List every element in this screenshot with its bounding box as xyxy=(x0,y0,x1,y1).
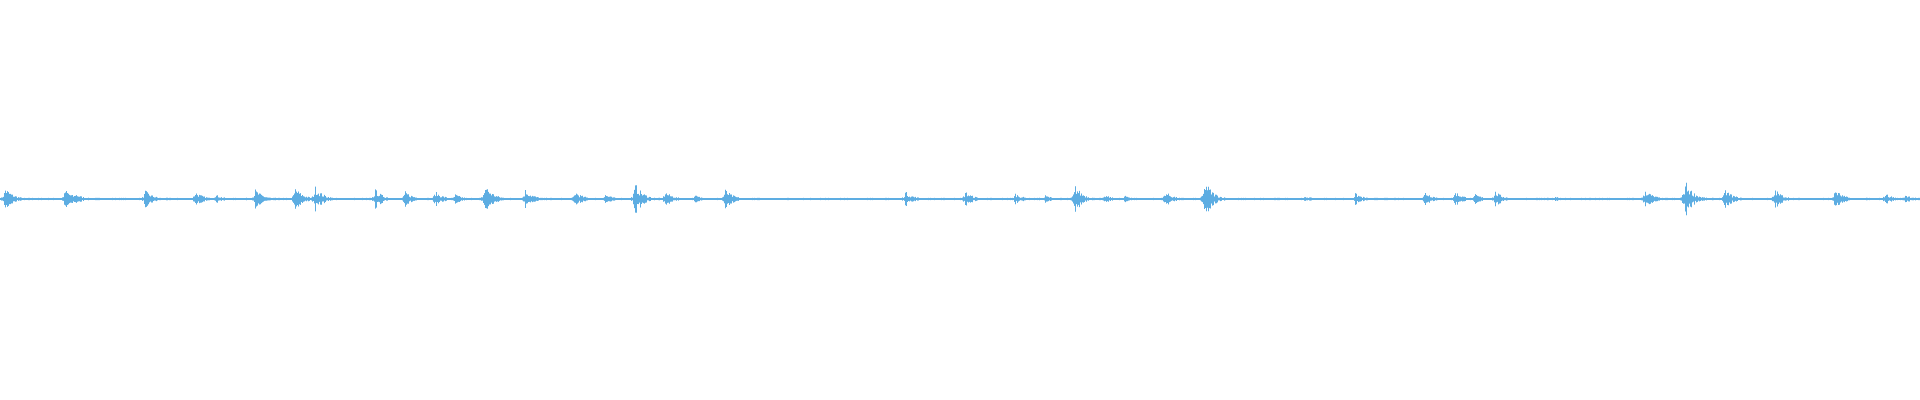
waveform-samples xyxy=(0,182,1920,216)
